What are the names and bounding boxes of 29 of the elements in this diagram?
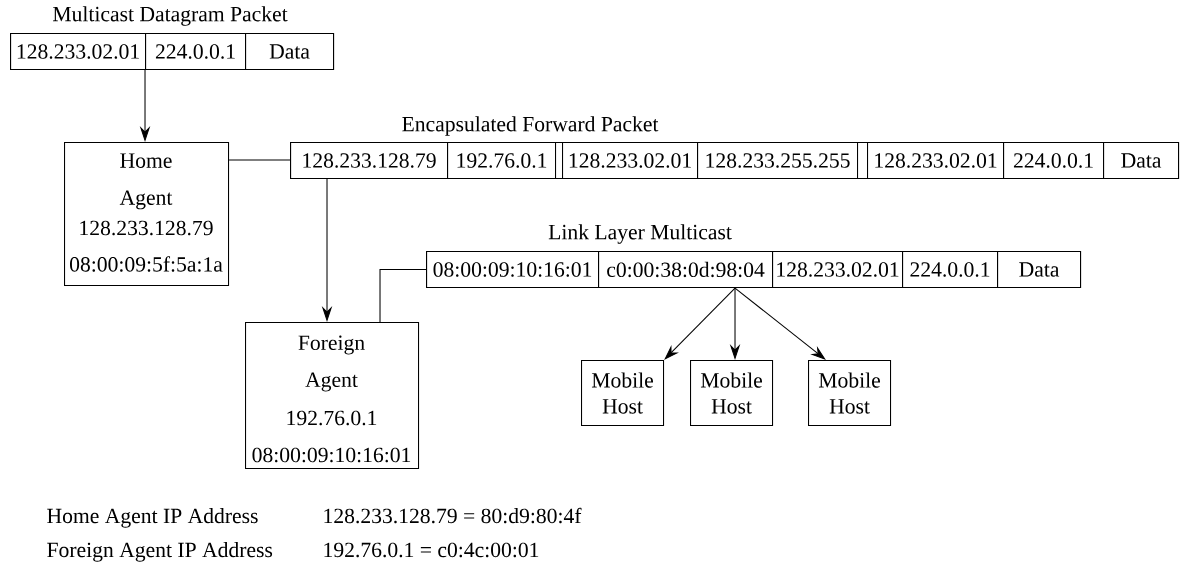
- packet-field: 224.0.0.1: [1003, 142, 1105, 180]
- packet-field: Data: [245, 33, 335, 71]
- address-note: 192.76.0.1 = c0:4c:00:01: [324, 542, 539, 558]
- packet-field: 128.233.02.01: [867, 142, 1005, 180]
- arrow: [664, 287, 736, 360]
- address-note: 128.233.128.79 = 80:d9:80:4f: [324, 507, 582, 524]
- packet-field: Data: [1103, 142, 1180, 180]
- address-note: Foreign Agent IP Address: [47, 542, 273, 562]
- host-box: Mobile Host: [690, 360, 774, 427]
- packet-field: 224.0.0.1: [145, 33, 247, 71]
- packet-field: 192.76.0.1: [447, 142, 557, 180]
- host-box: Mobile Host: [581, 360, 665, 427]
- packet-field: 128.233.02.01: [772, 251, 904, 289]
- packet-field: 128.233.02.01: [562, 142, 699, 180]
- packet-field: 128.233.255.255: [697, 142, 859, 180]
- packet-field: Data: [997, 251, 1082, 289]
- packet-field: 224.0.0.1: [902, 251, 999, 289]
- packet-field: 08:00:09:10:16:01: [426, 251, 600, 289]
- packet-field: c0:00:38:0d:98:04: [598, 251, 774, 289]
- packet-field: 128.233.128.79: [290, 142, 449, 180]
- packet-field: 128.233.02.01: [10, 33, 147, 71]
- arrow: [734, 287, 826, 360]
- node-label: Encapsulated Forward Packet: [402, 116, 659, 136]
- agent-box: Home Agent 128.233.128.79 08:00:09:5f:5a:1a: [64, 142, 230, 287]
- address-note: Home Agent IP Address: [47, 508, 258, 528]
- agent-box: Foreign Agent 192.76.0.1 08:00:09:10:16:01: [245, 322, 420, 470]
- node-label: Multicast Datagram Packet: [53, 6, 288, 26]
- host-box: Mobile Host: [808, 360, 892, 427]
- node-label: Link Layer Multicast: [548, 224, 732, 244]
